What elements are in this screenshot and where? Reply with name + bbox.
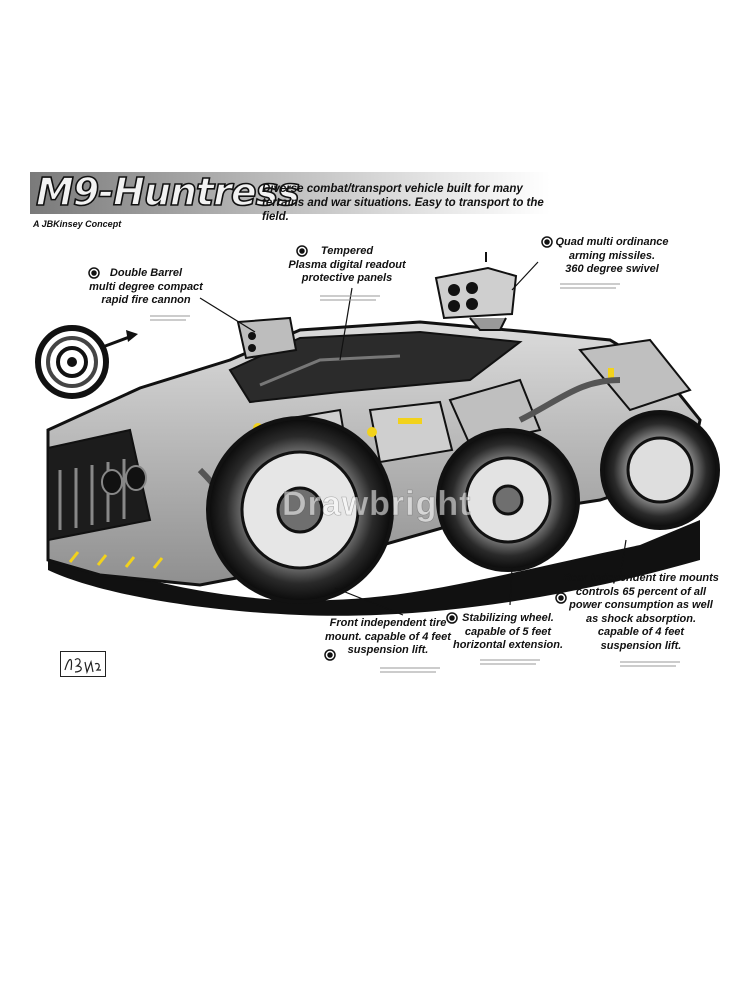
diagram-title: M9-Huntress — [35, 169, 300, 215]
callout-stabilizer: Stabilizing wheel. capable of 5 feet hor… — [452, 612, 563, 651]
callout-panels: Tempered Plasma digital readout protecti… — [288, 245, 406, 284]
artist-signature — [60, 651, 106, 677]
underline-hatches — [150, 283, 680, 673]
callout-cannon: Double Barrel multi degree compact rapid… — [89, 267, 203, 306]
missile-turret — [434, 252, 518, 331]
stabilizing-wheel — [436, 428, 580, 572]
rear-tire — [600, 410, 720, 530]
diagram-subtitle: Diverse combat/transport vehicle built f… — [262, 183, 544, 223]
credit-line: A JBKinsey Concept — [33, 219, 122, 229]
callout-rear-tire: Rear independent tire mounts controls 65… — [563, 572, 719, 652]
callout-front-tire: Front independent tire mount. capable of… — [325, 617, 451, 656]
watermark: Drawbright — [282, 485, 472, 524]
front-tire — [206, 416, 394, 604]
radar-dish — [35, 325, 138, 399]
leader-lines — [199, 261, 627, 616]
header-band — [30, 172, 550, 214]
callout-missiles: Quad multi ordinance arming missiles. 36… — [555, 236, 669, 275]
callout-bullets — [88, 236, 567, 661]
